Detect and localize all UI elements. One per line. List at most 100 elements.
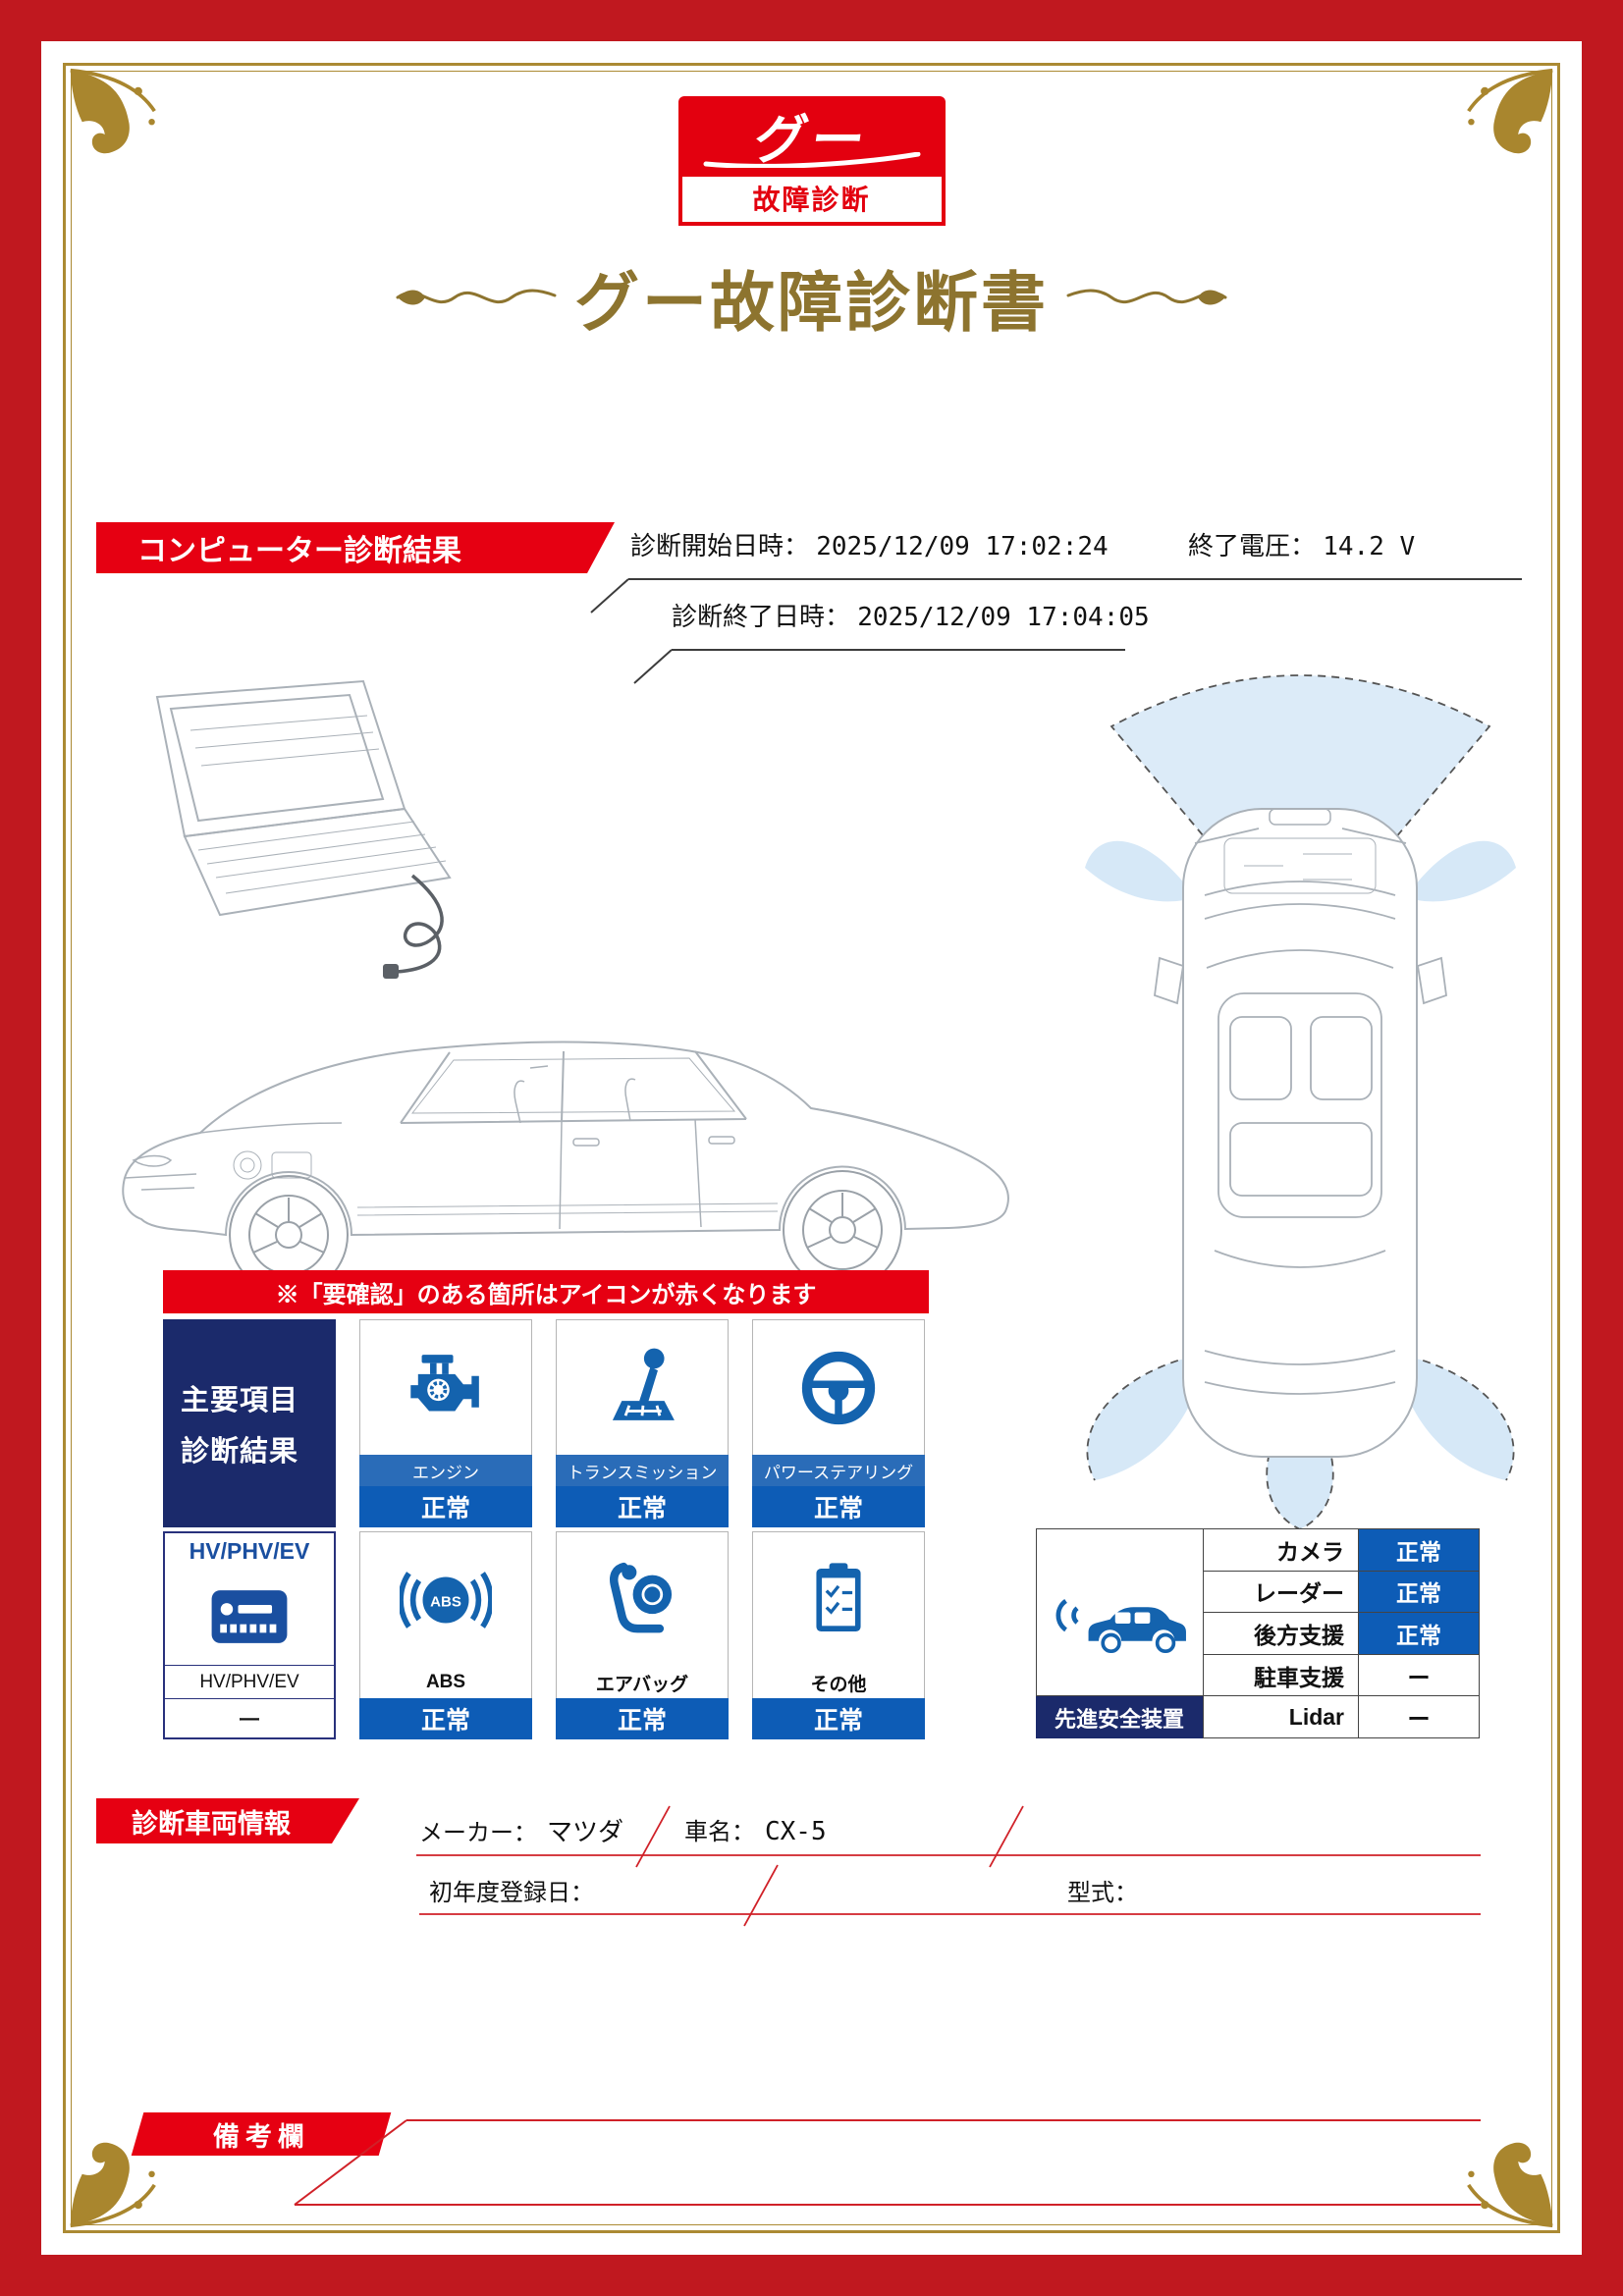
end-label: 診断終了日時： <box>672 602 851 631</box>
corner-ornament-icon <box>1465 2138 1555 2228</box>
car-name-field: 車名： CX-5 <box>684 1812 827 1846</box>
end-voltage: 終了電圧： 14.2 V <box>1188 526 1415 562</box>
hv-title: HV/PHV/EV <box>189 1537 310 1564</box>
obd-connector <box>383 964 399 979</box>
diagnosis-rule-lines <box>590 578 1522 684</box>
laptop-car-illustration <box>100 669 1043 1298</box>
corner-ornament-icon <box>68 2138 158 2228</box>
laptop-drawing <box>155 679 452 917</box>
steering-status: 正常 <box>752 1486 925 1527</box>
table-row: カメラ 正常 <box>1204 1529 1479 1572</box>
goo-logo-caption: 故障診断 <box>677 173 946 226</box>
corner-ornament-icon <box>1465 68 1555 158</box>
engine-icon-area <box>359 1319 532 1455</box>
engine-label: エンジン <box>359 1455 532 1486</box>
diagnosis-start-datetime: 診断開始日時： 2025/12/09 17:02:24 <box>630 526 1109 562</box>
end-value: 2025/12/09 17:04:05 <box>857 603 1150 632</box>
hv-icon-area <box>165 1569 334 1665</box>
airbag-cell: エアバッグ 正常 <box>556 1531 729 1739</box>
parking-support-status: ー <box>1359 1654 1479 1696</box>
attention-notice: ※「要確認」のある箇所はアイコンが赤くなります <box>163 1270 929 1313</box>
maker-field: メーカー： マツダ <box>419 1812 623 1848</box>
goo-logo-mark: グー <box>677 96 946 173</box>
goo-logo: グー 故障診断 <box>677 96 946 226</box>
airbag-label: エアバッグ <box>556 1667 729 1698</box>
abs-cell: ABS ABS 正常 <box>359 1531 532 1739</box>
safety-table: カメラ 正常 レーダー 正常 後方支援 正常 駐車支援 ー Lidar ー <box>1203 1528 1480 1738</box>
vehicle-rule-lines <box>416 1805 1481 1927</box>
diagnosis-banner: コンピューター診断結果 <box>96 522 615 573</box>
remarks-rule-lines <box>294 2119 1481 2206</box>
car-top-view-illustration <box>1057 662 1543 1550</box>
start-value: 2025/12/09 17:02:24 <box>816 532 1109 561</box>
remarks-section: 備考欄 <box>41 2103 1582 2250</box>
logo-swoosh-icon <box>703 152 920 168</box>
hv-label: HV/PHV/EV <box>165 1665 334 1698</box>
airbag-status: 正常 <box>556 1698 729 1739</box>
engine-icon <box>410 1354 479 1411</box>
power-steering-cell: パワーステアリング 正常 <box>752 1319 925 1527</box>
other-cell: その他 正常 <box>752 1531 925 1739</box>
title-row: グー故障診断書 <box>41 255 1582 340</box>
other-label: その他 <box>752 1667 925 1698</box>
engine-cell: エンジン 正常 <box>359 1319 532 1527</box>
engine-status: 正常 <box>359 1486 532 1527</box>
car-sensor-icon <box>1055 1598 1186 1653</box>
start-label: 診断開始日時： <box>630 531 810 561</box>
airbag-icon <box>610 1562 673 1632</box>
steering-icon <box>801 1351 876 1424</box>
transmission-status: 正常 <box>556 1486 729 1527</box>
car-name-value: CX-5 <box>765 1817 827 1846</box>
abs-icon-area: ABS <box>359 1531 532 1667</box>
svg-text:ABS: ABS <box>430 1593 461 1610</box>
report-sheet: グー 故障診断 グー故障診断書 コンピューター診断結果 診断開始日時： 2025… <box>41 41 1582 2255</box>
table-row: レーダー 正常 <box>1204 1571 1479 1614</box>
rear-support-label: 後方支援 <box>1204 1613 1359 1654</box>
camera-label: カメラ <box>1204 1529 1359 1571</box>
abs-status: 正常 <box>359 1698 532 1739</box>
table-row: 後方支援 正常 <box>1204 1613 1479 1655</box>
maker-label: メーカー： <box>419 1820 537 1846</box>
computer-diagnosis-section: コンピューター診断結果 診断開始日時： 2025/12/09 17:02:24 … <box>41 510 1582 692</box>
clipboard-icon <box>816 1562 861 1631</box>
header-line-2: 診断結果 <box>181 1436 299 1468</box>
camera-status: 正常 <box>1359 1529 1479 1571</box>
abs-label: ABS <box>359 1667 532 1698</box>
car-top-details <box>1154 808 1447 1395</box>
lidar-label: Lidar <box>1204 1696 1359 1737</box>
safety-car-icon-box <box>1036 1528 1203 1696</box>
transmission-icon-area <box>556 1319 729 1455</box>
report-title: グー故障診断書 <box>574 266 1049 339</box>
model-field: 型式： <box>1067 1873 1148 1907</box>
parking-support-label: 駐車支援 <box>1204 1654 1359 1696</box>
abs-icon: ABS <box>400 1571 492 1629</box>
hv-phv-ev-cell: HV/PHV/EV HV/PHV/EV ー <box>163 1531 336 1739</box>
table-row: Lidar ー <box>1204 1696 1479 1737</box>
registration-label: 初年度登録日： <box>429 1880 594 1906</box>
diagnosis-end-datetime: 診断終了日時： 2025/12/09 17:04:05 <box>672 597 1150 633</box>
steering-icon-area <box>752 1319 925 1455</box>
lidar-status: ー <box>1359 1696 1479 1737</box>
corner-ornament-icon <box>68 68 158 158</box>
transmission-icon <box>612 1348 675 1420</box>
radar-status: 正常 <box>1359 1571 1479 1613</box>
advanced-safety-block: 先進安全装置 カメラ 正常 レーダー 正常 後方支援 正常 駐車支援 ー <box>1036 1528 1480 1738</box>
airbag-icon-area <box>556 1531 729 1667</box>
first-registration-field: 初年度登録日： <box>429 1873 604 1907</box>
hv-battery-icon <box>211 1590 288 1643</box>
title-flourish-icon <box>1066 289 1227 305</box>
voltage-label: 終了電圧： <box>1188 531 1317 561</box>
maker-value: マツダ <box>547 1817 624 1846</box>
safety-banner: 先進安全装置 <box>1036 1696 1203 1738</box>
other-status: 正常 <box>752 1698 925 1739</box>
title-flourish-icon <box>396 289 557 305</box>
car-name-label: 車名： <box>684 1819 755 1845</box>
radar-label: レーダー <box>1204 1571 1359 1613</box>
transmission-cell: トランスミッション 正常 <box>556 1319 729 1527</box>
other-icon-area <box>752 1531 925 1667</box>
vehicle-info-section: 診断車両情報 メーカー：マツダ 車名：CX-5 初年度登録日： 型式： <box>41 1798 1582 1936</box>
car-side-drawing <box>122 1041 1009 1237</box>
voltage-value: 14.2 V <box>1323 532 1416 561</box>
header-line-1: 主要項目 <box>181 1385 299 1416</box>
